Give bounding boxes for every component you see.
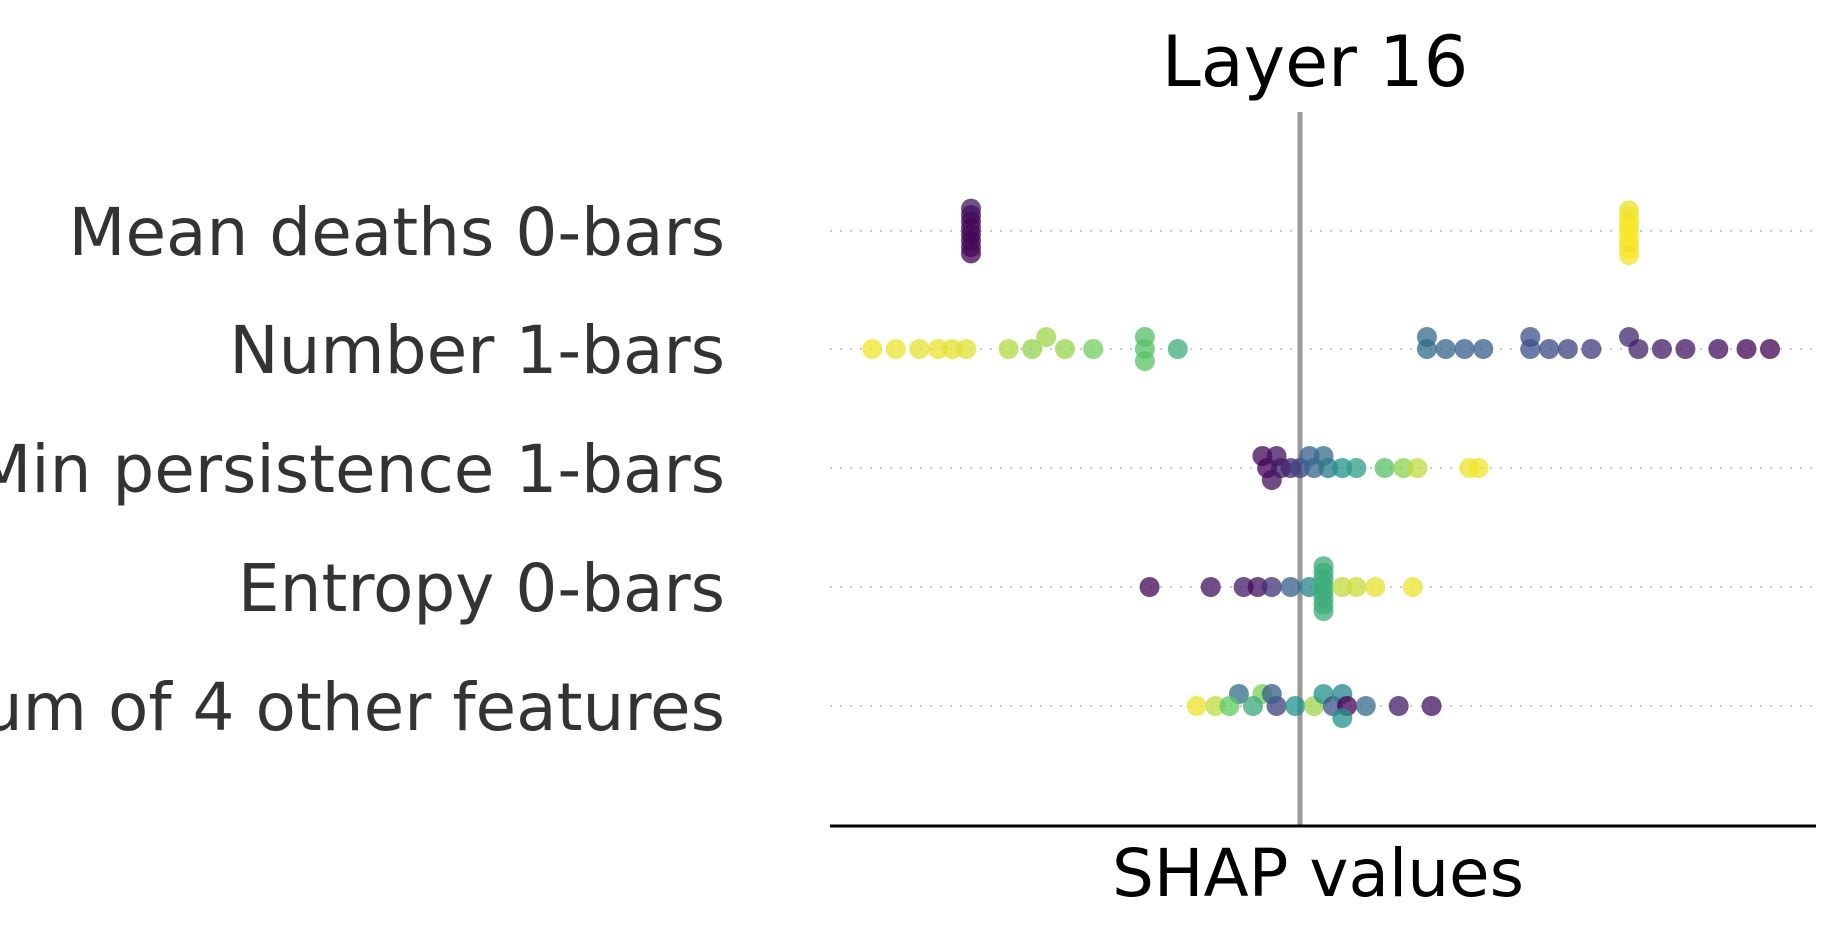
shap-point: [1736, 339, 1757, 359]
shap-point: [1473, 339, 1494, 359]
shap-point: [1134, 351, 1155, 371]
shap-point: [1247, 577, 1268, 597]
shap-point: [1261, 684, 1282, 704]
feature-label: Mean deaths 0-bars: [69, 194, 726, 271]
shap-point: [1407, 458, 1428, 478]
feature-label: Number 1-bars: [229, 312, 725, 389]
shap-point: [1186, 696, 1207, 716]
shap-point: [1167, 339, 1188, 359]
shap-point: [1628, 339, 1649, 359]
shap-point: [1205, 696, 1226, 716]
shap-point: [1346, 458, 1367, 478]
shap-point: [862, 339, 883, 359]
shap-point: [1435, 339, 1456, 359]
shap-point: [1393, 458, 1414, 478]
shap-point: [1200, 577, 1221, 597]
data-points: [862, 198, 1780, 728]
feature-label: Sum of 4 other features: [0, 669, 725, 746]
shap-point: [1332, 708, 1353, 728]
shap-point: [1083, 339, 1104, 359]
shap-point: [1651, 339, 1672, 359]
shap-point: [1539, 339, 1560, 359]
shap-point: [1388, 696, 1409, 716]
shap-point: [1219, 696, 1240, 716]
shap-point: [1675, 339, 1696, 359]
shap-point: [1243, 696, 1263, 716]
shap-point: [1374, 458, 1395, 478]
shap-point: [961, 198, 981, 219]
shap-point: [885, 339, 906, 359]
shap-point: [1261, 577, 1282, 597]
shap-point: [1468, 458, 1489, 478]
shap-point: [1313, 601, 1334, 621]
x-axis-label: SHAP values: [1112, 835, 1524, 912]
shap-point: [1332, 577, 1353, 597]
feature-guide-lines: [830, 230, 1816, 707]
shap-point: [1036, 327, 1057, 347]
shap-point: [1346, 577, 1367, 597]
shap-point: [909, 339, 930, 359]
shap-point: [1022, 339, 1043, 359]
shap-point: [1402, 577, 1423, 597]
shap-point: [1557, 339, 1578, 359]
feature-label: Min persistence 1-bars: [0, 431, 725, 508]
shap-point: [1139, 577, 1160, 597]
shap-point: [1760, 339, 1780, 359]
shap-point: [1285, 696, 1306, 716]
shap-point: [928, 339, 949, 359]
shap-point: [1365, 577, 1386, 597]
shap-point: [1332, 458, 1353, 478]
shap-point: [942, 339, 963, 359]
shap-point: [1416, 339, 1437, 359]
shap-point: [998, 339, 1019, 359]
shap-point: [1619, 200, 1639, 221]
shap-point: [956, 339, 977, 359]
shap-point: [1708, 339, 1729, 359]
shap-point: [1233, 577, 1254, 597]
shap-point: [1581, 339, 1602, 359]
shap-point: [1318, 458, 1339, 478]
shap-point: [1280, 577, 1301, 597]
feature-label: Entropy 0-bars: [238, 550, 725, 627]
shap-point: [1520, 339, 1541, 359]
shap-point: [1454, 339, 1475, 359]
shap-point: [1355, 696, 1376, 716]
shap-point: [1055, 339, 1075, 359]
shap-point: [1421, 696, 1442, 716]
chart-title: Layer 16: [1162, 21, 1469, 103]
